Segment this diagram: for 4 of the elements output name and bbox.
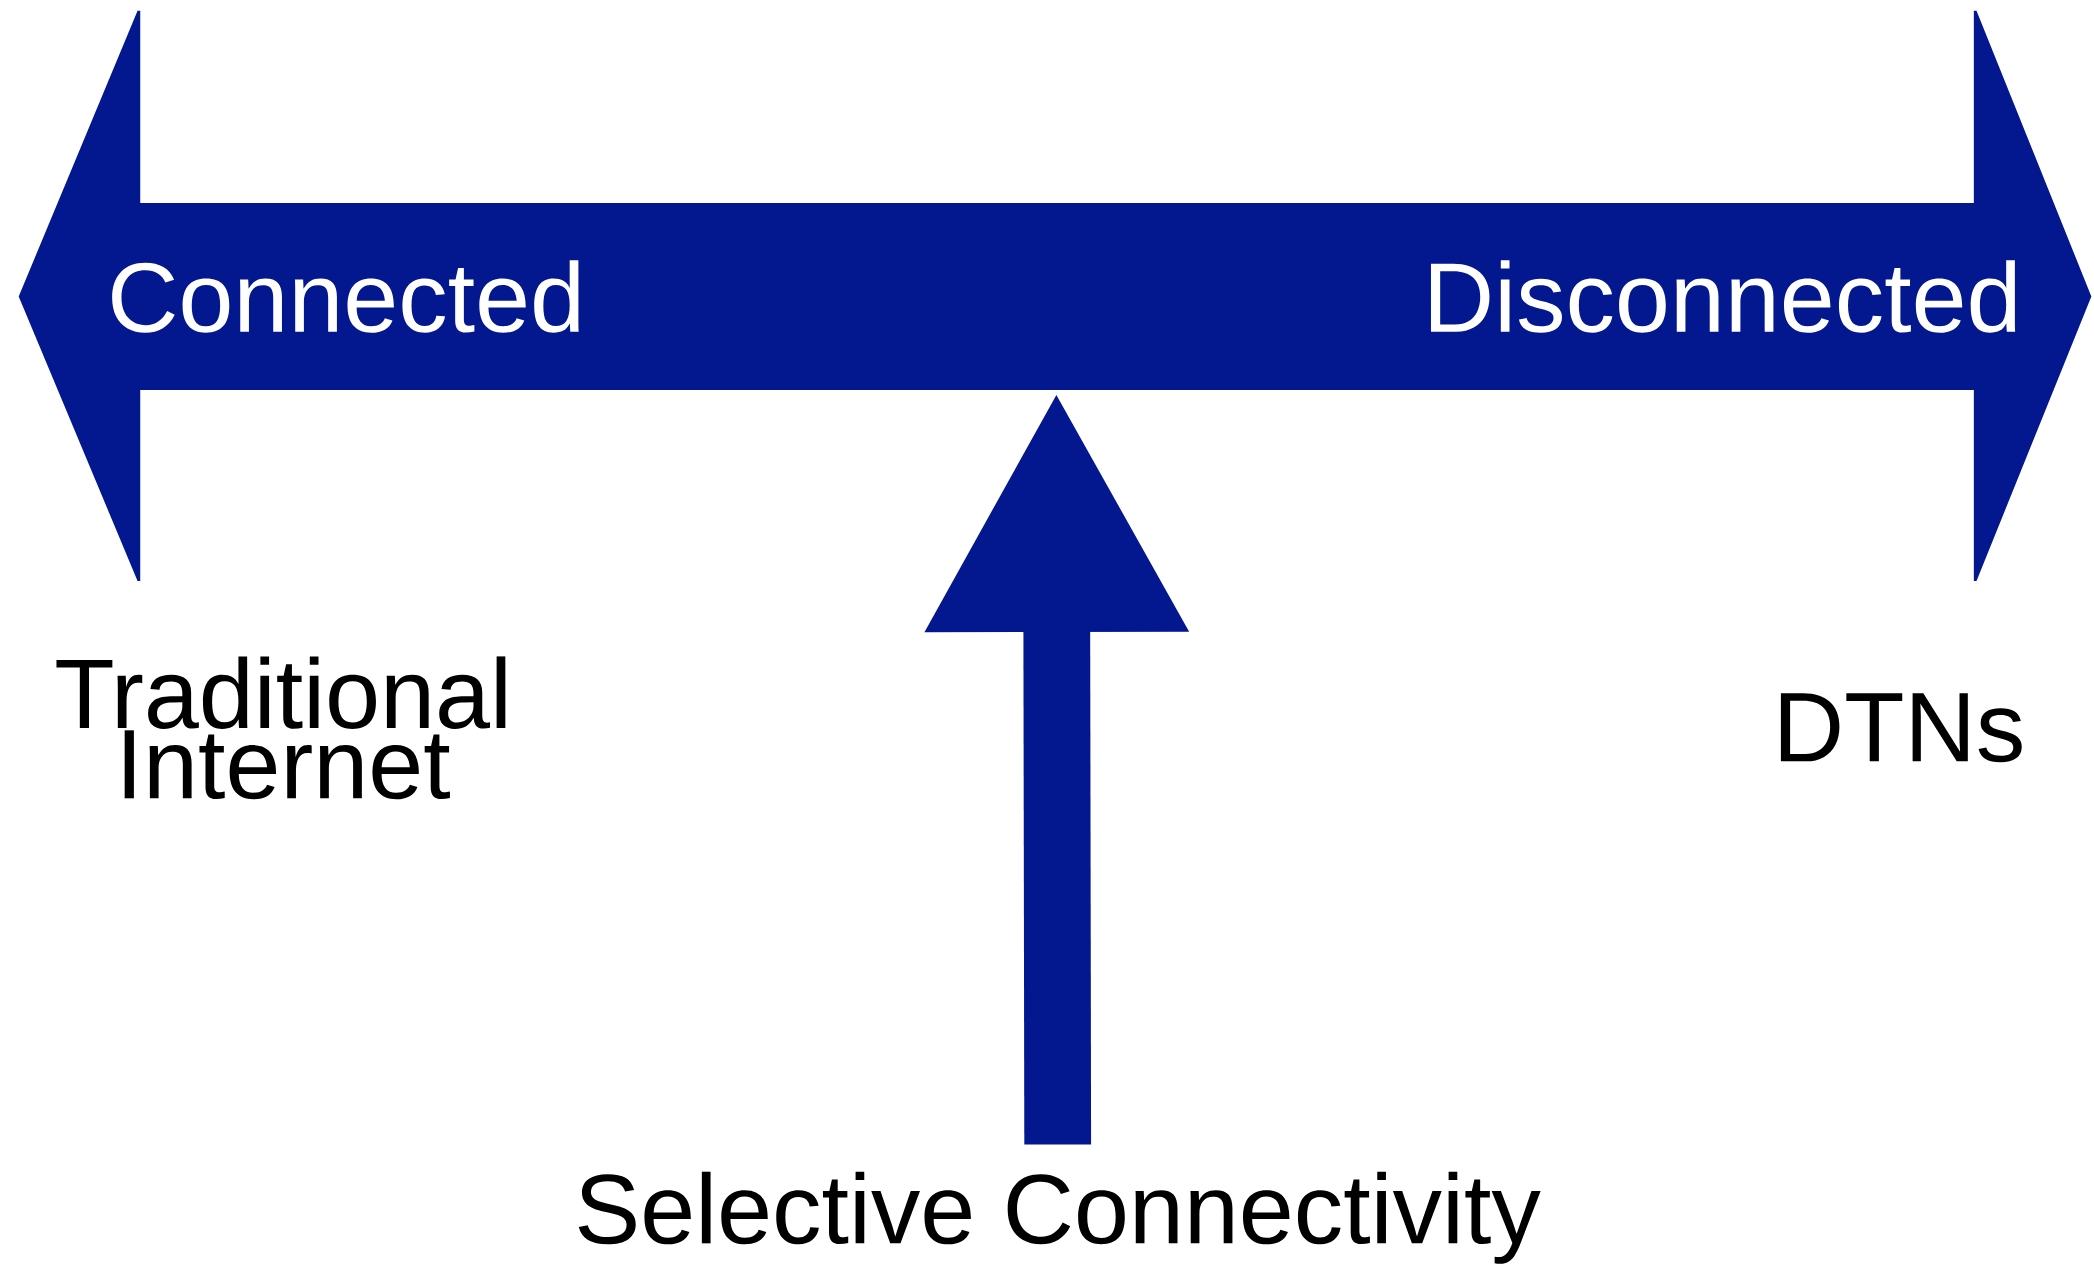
band-label: Disconnected [1430, 260, 2016, 333]
side-label: DTNs [1780, 693, 2022, 763]
caption-text: Selective Connectivity [578, 1171, 1541, 1264]
band-label: Connected [112, 260, 579, 333]
